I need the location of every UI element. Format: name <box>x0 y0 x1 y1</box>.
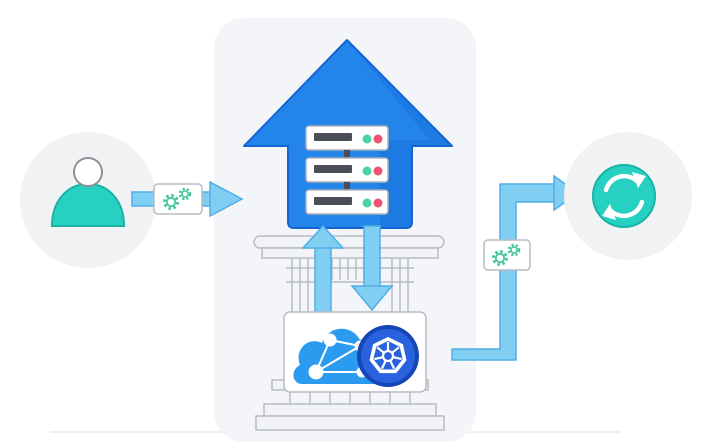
cloud-kubernetes-box <box>283 311 427 393</box>
gears-icon <box>153 183 203 215</box>
server-rack-icon <box>305 125 389 215</box>
user-icon <box>50 157 126 227</box>
gears-icon <box>483 239 531 271</box>
server-unit <box>305 189 389 215</box>
server-unit <box>305 157 389 183</box>
user-node <box>20 132 156 268</box>
down-arrow <box>350 225 394 312</box>
sync-icon <box>592 164 656 228</box>
server-unit <box>305 125 389 151</box>
sync-node <box>564 132 692 260</box>
kubernetes-icon <box>357 325 419 387</box>
